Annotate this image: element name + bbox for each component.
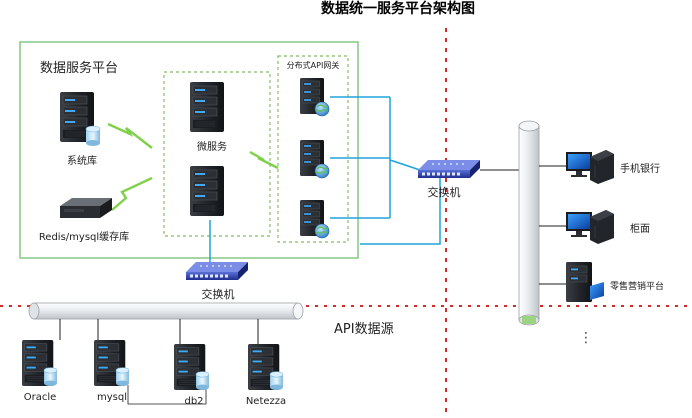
switch-right [418, 160, 480, 178]
more-clients-ellipsis: ⋮ [579, 330, 593, 346]
db-oracle-label: Oracle [24, 392, 57, 403]
microservice-server-top [189, 81, 225, 133]
gateway-group [277, 55, 349, 243]
switch-inner-label: 交换机 [202, 287, 235, 301]
gateway-links [209, 96, 441, 264]
db-db2-server [173, 343, 210, 391]
microservice-server-bottom [189, 165, 225, 217]
system-db-label: 系统库 [67, 154, 97, 167]
db-bottom-links [127, 384, 207, 405]
switch-inner [186, 262, 248, 280]
diagram-title: 数据统一服务平台架构图 [321, 0, 475, 17]
vertical-bus [518, 120, 540, 326]
client-links [539, 165, 566, 285]
db-bus-links [59, 319, 259, 344]
client-mobile-banking-label: 手机银行 [620, 162, 660, 175]
db-netezza-label: Netezza [246, 396, 286, 407]
db-netezza-server [247, 343, 284, 391]
gateway-label: 分布式API网关 [287, 60, 340, 70]
client-counter-label: 柜面 [630, 222, 650, 235]
db-db2-label: db2 [184, 396, 203, 407]
client-retail-server [566, 262, 604, 302]
microservice-label: 微服务 [197, 140, 227, 153]
db-mysql-server [93, 339, 130, 387]
platform-label: 数据服务平台 [40, 60, 118, 76]
system-db-server [59, 91, 101, 147]
client-retail-label: 零售营销平台 [610, 280, 664, 292]
horizontal-bus [28, 302, 304, 320]
db-mysql-label: mysql [97, 392, 127, 403]
bolt-links [107, 122, 279, 211]
redis-cache-label: Redis/mysql缓存库 [39, 230, 129, 243]
api-source-label: API数据源 [334, 322, 394, 337]
client-mobile-banking-pc [565, 149, 615, 185]
microservice-group [163, 71, 271, 237]
client-counter-pc [565, 209, 615, 245]
switch-right-label: 交换机 [428, 185, 461, 199]
db-oracle-server [21, 339, 58, 387]
redis-cache-device [60, 198, 112, 218]
